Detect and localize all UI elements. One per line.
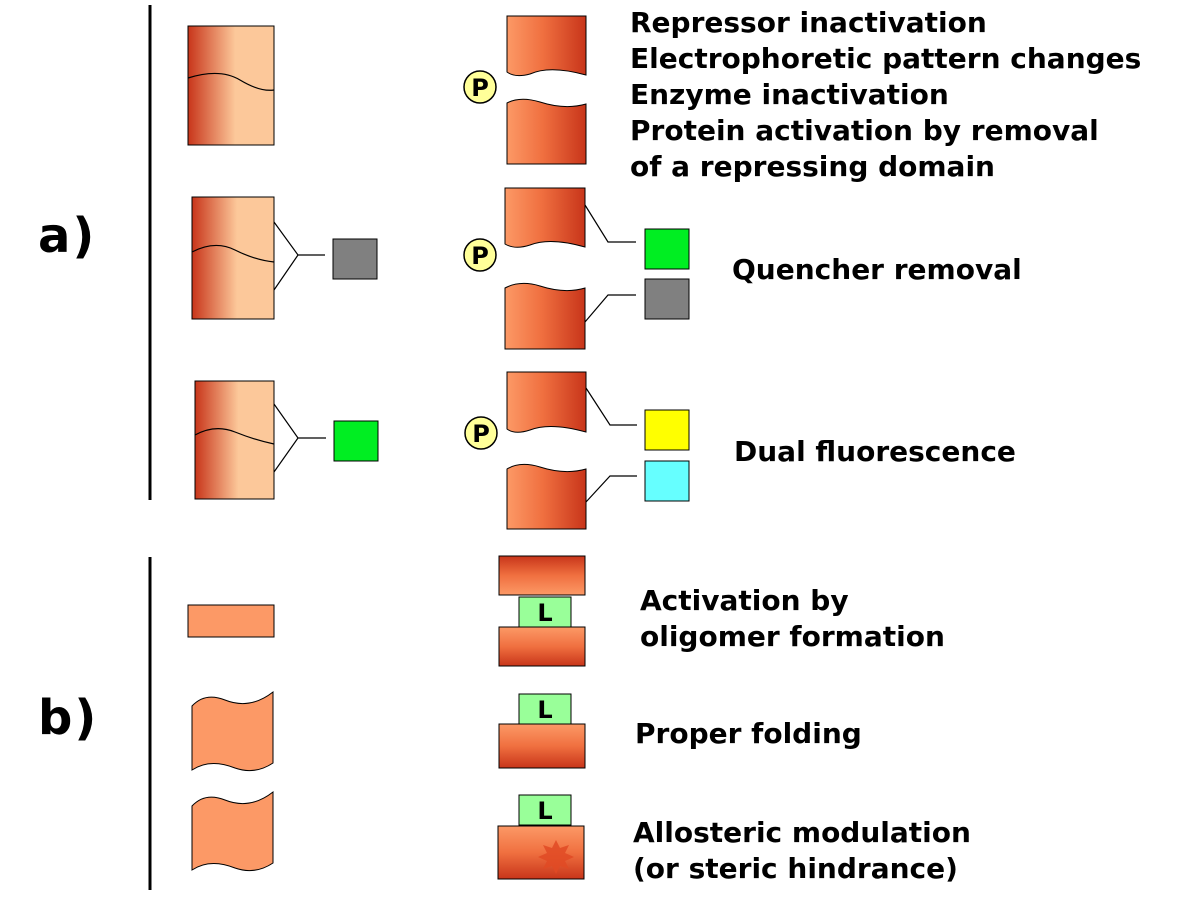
fluorophore-yellow-square [644, 409, 690, 451]
a-row1-text-line-5: of a repressing domain [630, 150, 995, 183]
a-row2-split-top-fragment [504, 187, 636, 248]
b-row1-bottom-subunit [498, 626, 586, 667]
a-row1-intact-protein [187, 25, 275, 146]
a-row2-intact-protein [191, 196, 325, 320]
a-row1-text-line-3: Enzyme inactivation [630, 78, 949, 111]
quencher-gray-square [644, 278, 690, 320]
b-row1-protein-flat [187, 604, 275, 638]
a-row1-text-line-2: Electrophoretic pattern changes [630, 42, 1142, 75]
ligand-badge: L [518, 596, 572, 628]
ligand-badge: L [518, 693, 572, 725]
b-row3-text-line-1: Allosteric modulation [633, 816, 971, 849]
a-row2-split-bottom-fragment [504, 282, 636, 350]
phospho-badge: P [464, 416, 498, 450]
a-row1-text-line-4: Protein activation by removal [630, 114, 1099, 147]
section-label-a: a) [38, 208, 97, 264]
allosteric-starburst-icon [538, 840, 574, 874]
b-row3-text-line-2: (or steric hindrance) [633, 852, 958, 885]
b-row1-top-subunit [498, 555, 586, 596]
svg-text:P: P [472, 420, 490, 448]
svg-text:L: L [537, 599, 552, 627]
svg-text:P: P [471, 74, 489, 102]
a-row3-split-bottom-fragment [506, 463, 637, 530]
b-row3-unfolded-protein [191, 790, 274, 872]
quencher-gray-square [332, 238, 378, 280]
b-row1-text-line-1: Activation by [640, 584, 849, 617]
phospho-badge: P [463, 238, 497, 272]
a-row2-text: Quencher removal [732, 253, 1022, 286]
b-row3-allosteric-protein [497, 825, 585, 880]
b-row2-text: Proper folding [635, 717, 862, 750]
a-row1-split-bottom-fragment [506, 98, 587, 165]
a-row3-split-top-fragment [506, 371, 637, 433]
fluorophore-cyan-square [644, 460, 690, 502]
a-row3-text: Dual fluorescence [734, 435, 1016, 468]
a-row3-intact-protein [194, 380, 326, 500]
fluorophore-green-square [644, 228, 690, 270]
svg-text:L: L [537, 797, 552, 825]
section-label-b: b) [38, 690, 99, 746]
svg-text:P: P [471, 242, 489, 270]
a-row1-text-line-1: Repressor inactivation [630, 6, 987, 39]
fluorophore-green-square [333, 420, 379, 462]
phospho-badge: P [463, 70, 497, 104]
b-row2-folded-protein [498, 723, 586, 769]
svg-text:L: L [537, 696, 552, 724]
b-row1-text-line-2: oligomer formation [640, 620, 945, 653]
ligand-badge: L [518, 794, 572, 826]
b-row2-unfolded-protein [191, 690, 274, 772]
a-row1-split-top-fragment [506, 15, 587, 77]
